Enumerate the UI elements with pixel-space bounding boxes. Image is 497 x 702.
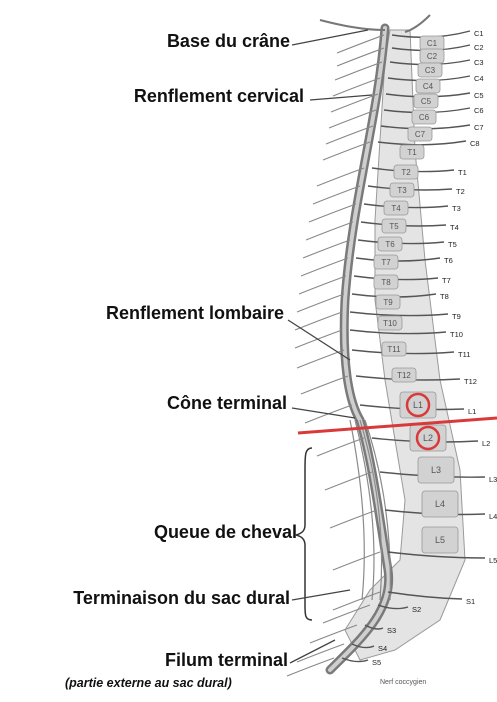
- nerve-root-left-t3: [309, 204, 356, 222]
- nerve-label-l4: L4: [489, 512, 497, 521]
- vertebra-label-t9: T9: [383, 298, 393, 307]
- nerve-label-t5: T5: [448, 240, 457, 249]
- nerve-root-left-l3: [325, 472, 372, 490]
- vertebra-label-t2: T2: [401, 168, 411, 177]
- vertebra-label-l2: L2: [423, 433, 433, 443]
- nerve-label-t1: T1: [458, 168, 467, 177]
- nerve-label-coccygeal: Nerf coccygien: [380, 679, 426, 686]
- nerve-label-s4: S4: [378, 644, 387, 653]
- nerve-label-l2: L2: [482, 439, 490, 448]
- nerve-label-t11: T11: [458, 350, 470, 359]
- nerve-label-l3: L3: [489, 475, 497, 484]
- vertebra-label-l3: L3: [431, 465, 441, 475]
- label-filum-terminal: Filum terminal: [165, 650, 288, 671]
- nerve-label-t2: T2: [456, 187, 465, 196]
- label-terminaison-sac-dural: Terminaison du sac dural: [73, 588, 290, 609]
- nerve-root-left-t4: [306, 222, 353, 240]
- nerve-label-c6: C6: [474, 106, 484, 115]
- vertebra-label-c2: C2: [427, 52, 438, 61]
- nerve-root-left-t11: [297, 350, 344, 368]
- nerve-label-s5: S5: [372, 658, 381, 667]
- nerve-label-t8: T8: [440, 292, 449, 301]
- nerve-root-left-t7: [299, 276, 346, 294]
- nerve-label-t4: T4: [450, 223, 459, 232]
- nerve-root-left-t2: [313, 186, 360, 204]
- nerve-label-c5: C5: [474, 91, 484, 100]
- vertebra-label-c1: C1: [427, 39, 438, 48]
- nerve-label-t3: T3: [452, 204, 461, 213]
- nerve-label-c4: C4: [474, 74, 484, 83]
- vertebra-label-l4: L4: [435, 499, 445, 509]
- nerve-label-c7: C7: [474, 123, 484, 132]
- skull-base-right: [405, 15, 430, 32]
- label-cone-terminal: Cône terminal: [167, 393, 287, 414]
- vertebra-label-l5: L5: [435, 535, 445, 545]
- leader-terminaison: [292, 590, 350, 600]
- nerve-label-c8: C8: [470, 139, 480, 148]
- queue-bracket: [296, 448, 312, 620]
- vertebra-label-c5: C5: [421, 97, 432, 106]
- leader-cone: [292, 408, 355, 418]
- vertebra-label-t4: T4: [391, 204, 401, 213]
- nerve-root-left-l2: [317, 438, 364, 456]
- vertebra-label-t6: T6: [385, 240, 395, 249]
- nerve-label-s3: S3: [387, 626, 396, 635]
- nerve-label-t6: T6: [444, 256, 453, 265]
- vertebra-label-t3: T3: [397, 186, 407, 195]
- nerve-root-left-l4: [330, 510, 377, 528]
- vertebra-label-c6: C6: [419, 113, 430, 122]
- nerve-label-t7: T7: [442, 276, 451, 285]
- nerve-root-left-t12: [301, 376, 348, 394]
- leader-base: [292, 30, 368, 45]
- vertebra-label-t8: T8: [381, 278, 391, 287]
- nerve-root-left-c3: [335, 62, 382, 80]
- nerve-label-t12: T12: [464, 377, 477, 386]
- label-renflement-cervical: Renflement cervical: [134, 86, 304, 107]
- nerve-label-c1: C1: [474, 29, 484, 38]
- nerve-root-left-t5: [303, 240, 350, 258]
- nerve-label-c2: C2: [474, 43, 484, 52]
- label-base-du-crane: Base du crâne: [167, 31, 290, 52]
- vertebra-label-c4: C4: [423, 82, 434, 91]
- nerve-root-left-t6: [301, 258, 348, 276]
- vertebra-label-t12: T12: [397, 371, 411, 380]
- nerve-label-l5: L5: [489, 556, 497, 565]
- nerve-label-c3: C3: [474, 58, 484, 67]
- nerve-root-left-t9: [295, 312, 342, 330]
- label-filum-subtitle: (partie externe au sac dural): [65, 676, 232, 690]
- label-renflement-lombaire: Renflement lombaire: [106, 303, 284, 324]
- vertebra-label-l1: L1: [413, 400, 423, 410]
- vertebra-label-c7: C7: [415, 130, 426, 139]
- nerve-label-l1: L1: [468, 407, 476, 416]
- vertebra-label-t10: T10: [383, 319, 397, 328]
- nerve-label-t9: T9: [452, 312, 461, 321]
- nerve-label-t10: T10: [450, 330, 463, 339]
- nerve-root-left-t8: [297, 294, 344, 312]
- vertebra-label-t7: T7: [381, 258, 391, 267]
- nerve-label-s1: S1: [466, 597, 475, 606]
- vertebra-label-t5: T5: [389, 222, 399, 231]
- vertebra-label-t1: T1: [407, 148, 417, 157]
- nerve-root-left-l5: [333, 552, 380, 570]
- skull-base-left: [320, 20, 385, 30]
- nerve-label-s2: S2: [412, 605, 421, 614]
- vertebra-label-t11: T11: [387, 345, 401, 354]
- vertebra-label-c3: C3: [425, 66, 436, 75]
- label-queue-de-cheval: Queue de cheval: [154, 522, 297, 543]
